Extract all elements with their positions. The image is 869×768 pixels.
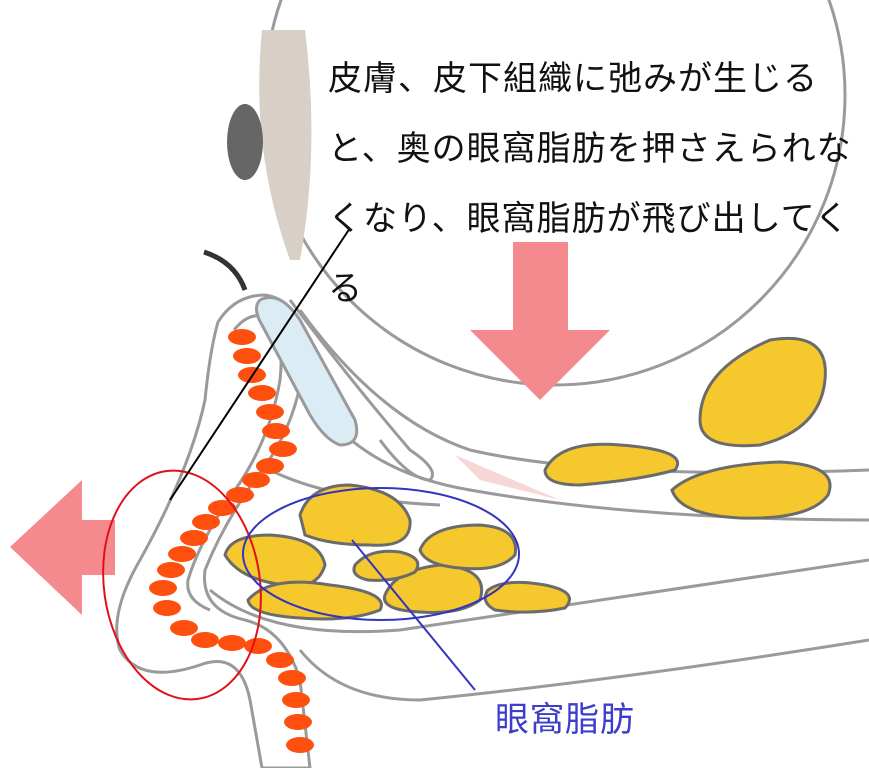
down-arrow (470, 242, 610, 400)
eyelash (203, 249, 248, 291)
orbital-fat-highlight (242, 487, 520, 621)
iris (259, 30, 312, 260)
orbital-fat (223, 483, 571, 621)
fat-label-leader-line (351, 539, 476, 691)
eyeball (227, 0, 847, 387)
explanation-text: 皮膚、皮下組織に弛みが生じると、奥の眼窩脂肪を押さえられなくなり、眼窩脂肪が飛び… (328, 59, 852, 309)
orbicularis-muscle (149, 329, 314, 753)
left-arrow (10, 480, 115, 615)
orbital-fat-label: 眼窩脂肪 (495, 700, 635, 740)
eyelid-skin (115, 293, 312, 768)
muller-muscle (455, 455, 560, 500)
conjunctiva (255, 296, 359, 447)
tarsus-line (288, 299, 434, 482)
pupil (227, 104, 263, 180)
caption-leader-line (169, 227, 351, 501)
sagging-skin-highlight (102, 469, 262, 701)
upper-fat-pads (543, 336, 832, 520)
